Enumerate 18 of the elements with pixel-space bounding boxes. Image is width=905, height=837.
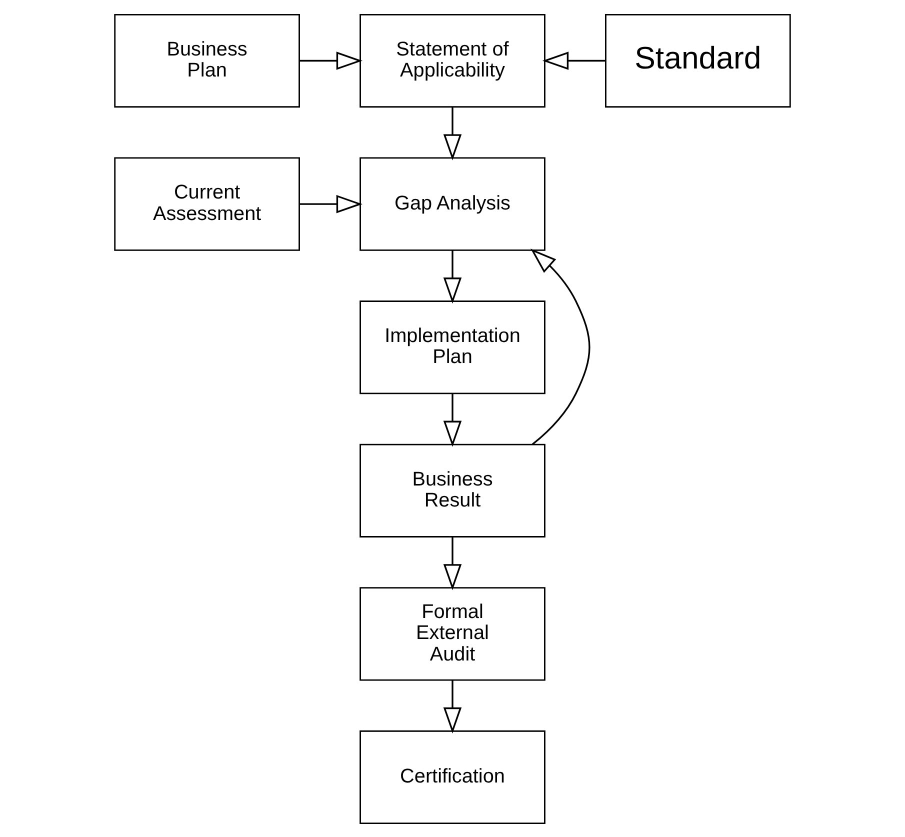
node-box: Current Assessment bbox=[114, 156, 300, 250]
arrow bbox=[443, 393, 462, 446]
arrow bbox=[443, 106, 462, 160]
node-box: Implementation Plan bbox=[360, 300, 546, 394]
node-box: Certification bbox=[360, 730, 546, 824]
arrow bbox=[300, 51, 362, 70]
node-box: Formal External Audit bbox=[360, 586, 546, 680]
arrow bbox=[542, 51, 606, 70]
arrow bbox=[443, 680, 462, 733]
node-box: Business Plan bbox=[114, 13, 300, 108]
arrow bbox=[300, 194, 362, 213]
node-box: Statement of Applicability bbox=[360, 13, 546, 108]
arrow bbox=[530, 248, 590, 444]
arrow bbox=[443, 536, 462, 590]
node-box: Standard bbox=[605, 13, 791, 108]
node-box: Business Result bbox=[360, 443, 546, 537]
arrow bbox=[443, 250, 462, 304]
node-box: Gap Analysis bbox=[360, 156, 546, 250]
